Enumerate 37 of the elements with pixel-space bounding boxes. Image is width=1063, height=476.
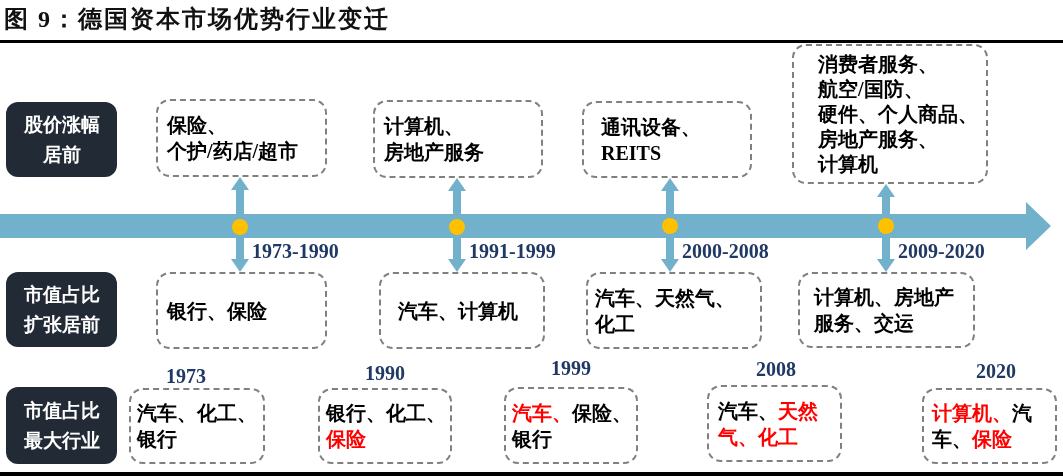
- dashed-card: [373, 100, 543, 178]
- year-label: 2009-2020: [898, 240, 985, 262]
- year-label: 2000-2008: [682, 240, 769, 262]
- figure-title: 图 9：德国资本市场优势行业变迁: [4, 5, 390, 34]
- row-header-label: 股价涨幅居前: [22, 112, 101, 167]
- industry-list: 汽车、天然气、化工: [718, 397, 828, 450]
- year-label: 1991-1999: [469, 240, 556, 262]
- industry-list: 汽车、计算机: [398, 297, 518, 324]
- dashed-card: [792, 44, 988, 184]
- year-label: 2008: [756, 358, 796, 380]
- industry-list: 汽车、化工、银行: [137, 400, 263, 452]
- year-label: 1973-1990: [252, 240, 339, 262]
- dashed-card: [156, 272, 327, 349]
- dashed-card: [798, 272, 975, 348]
- row-header-card: [6, 102, 117, 177]
- industry-list: 计算机、房地产服务: [384, 113, 532, 165]
- dashed-card: [379, 272, 545, 349]
- row-header-label: 市值占比最大行业: [22, 398, 101, 453]
- dashed-card: [586, 272, 762, 349]
- industry-list: 计算机、汽车、保险: [932, 400, 1042, 452]
- industry-list: 计算机、房地产服务、交运: [814, 284, 963, 336]
- industry-list: 保险、个护/药店/超市: [167, 112, 316, 164]
- industry-list: 银行、化工、保险: [326, 400, 450, 452]
- year-label: 1990: [365, 362, 405, 384]
- dashed-card: [156, 99, 327, 177]
- row-header-card: [6, 272, 117, 347]
- industry-list: 汽车、天然气、化工: [595, 284, 753, 337]
- row-header-card: [6, 387, 117, 464]
- industry-list: 通讯设备、REITS: [601, 113, 741, 166]
- industry-list: 汽车、保险、银行: [512, 399, 636, 452]
- year-label: 1973: [166, 365, 206, 387]
- year-label: 1999: [551, 357, 591, 379]
- row-header-label: 市值占比扩张居前: [22, 282, 101, 337]
- industry-list: 银行、保险: [167, 297, 267, 324]
- industry-list: 消费者服务、航空/国防、硬件、个人商品、房地产服务、计算机: [818, 51, 980, 177]
- year-label: 2020: [976, 360, 1016, 382]
- dashed-card: [582, 101, 752, 178]
